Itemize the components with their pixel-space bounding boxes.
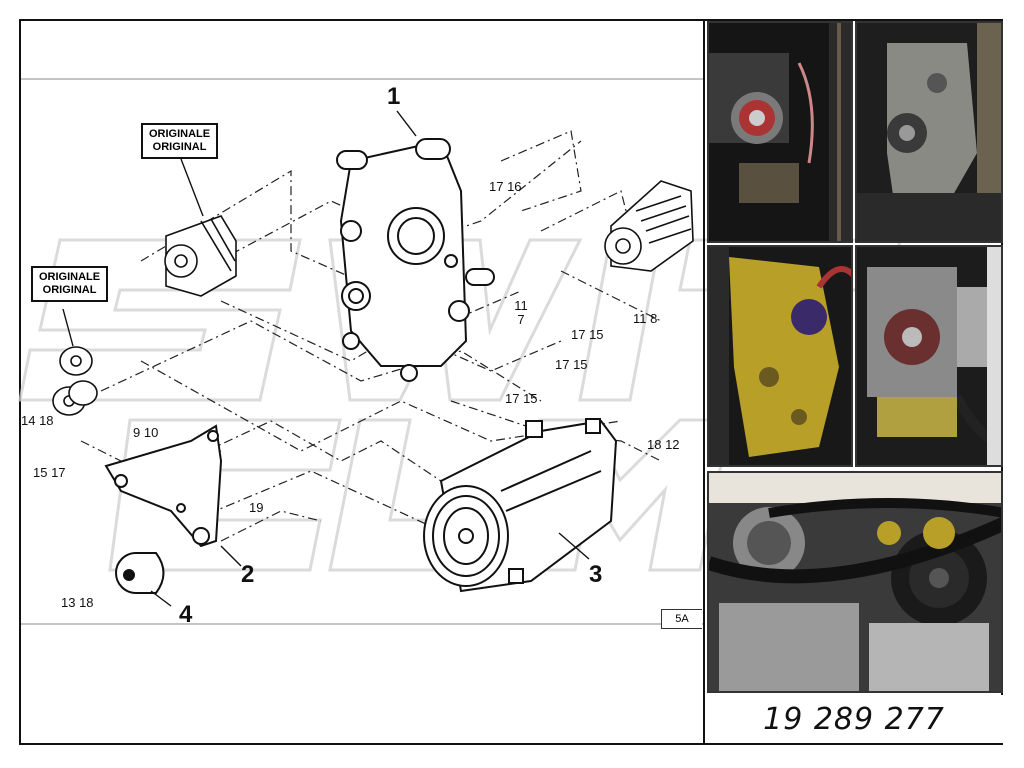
sheet-tag: 5A [661,609,702,629]
callout-part-3: 3 [589,561,603,588]
callout-17-16: 17 16 [489,179,522,194]
callout-part-4: 4 [179,601,193,628]
callout-part-2: 2 [241,561,255,588]
callout-17-15-a: 17 15 [571,327,604,342]
callout-14-18: 14 18 [21,413,54,428]
original-label-2: ORIGINALE ORIGINAL [31,266,109,302]
bracket-part-1 [336,138,495,382]
part-number: 19 289 277 [763,701,945,737]
callout-17-15-b: 17 15 [555,357,588,372]
part-number-box: 19 289 277 [705,695,1003,743]
alternator-right [604,180,694,272]
idler-pulley-part-4 [115,552,165,594]
starter-motor-left [164,215,237,297]
callout-18-12: 18 12 [647,437,680,452]
panel-divider [703,19,705,745]
callout-15-17: 15 17 [33,465,66,480]
callout-13-18: 13 18 [61,595,94,610]
photo-gold-bracket [707,245,853,467]
photo-compressor-belt [707,471,1003,693]
callout-19: 19 [249,500,264,515]
photo-bracket-installed [855,21,1003,243]
callout-part-1: 1 [387,83,401,110]
tensioner-bracket-part-2 [104,424,223,548]
photo-alternator-closeup [855,245,1003,467]
diagram-drawing [21,78,703,625]
idler-pulleys-left [52,346,98,416]
callout-11-8: 11 8 [633,311,658,326]
original-label-1: ORIGINALE ORIGINAL [141,123,219,159]
callout-17-15-c: 17 15 [505,391,538,406]
photo-alternator-installed [707,21,853,243]
ac-compressor-part-3 [423,418,618,593]
callout-9-10: 9 10 [133,425,159,440]
